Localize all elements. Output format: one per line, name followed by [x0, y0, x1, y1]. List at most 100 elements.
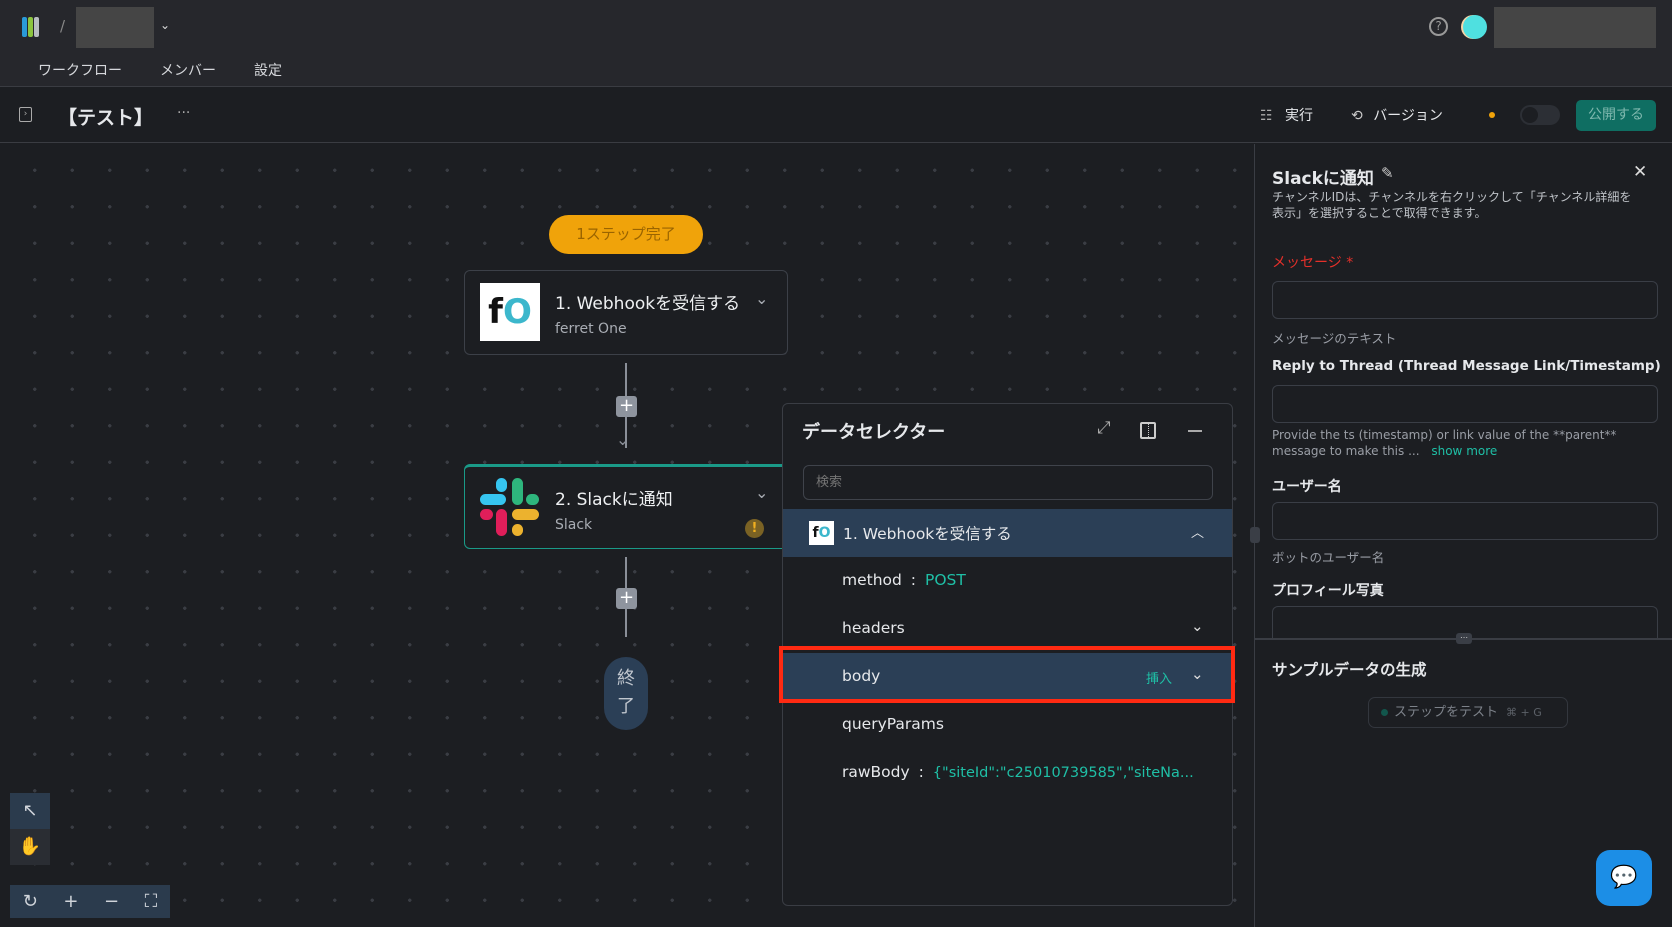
end-label: 了 — [617, 696, 635, 717]
breadcrumb-separator: / — [60, 17, 66, 35]
chevron-down-icon[interactable]: ⌄ — [1191, 617, 1204, 635]
username-input[interactable] — [1272, 502, 1658, 540]
expand-icon[interactable]: ⤢ — [1097, 418, 1111, 438]
fit-view-icon[interactable]: ⛶ — [144, 891, 158, 912]
top-bar: / ⌄ ワークフロー メンバー 設定 ? — [0, 0, 1672, 87]
data-key: body — [842, 667, 881, 685]
arrow-down-icon: ⌄ — [616, 430, 630, 449]
active-toggle[interactable] — [1520, 105, 1560, 125]
pan-hand-tool[interactable]: ✋ — [10, 829, 50, 865]
help-icon[interactable]: ? — [1429, 17, 1448, 36]
panel-title: Slackに通知 — [1272, 169, 1374, 189]
run-history-button[interactable]: ☷ 実行 — [1260, 105, 1313, 125]
profile-photo-label: プロフィール写真 — [1272, 583, 1384, 599]
dock-panel-icon[interactable] — [1140, 422, 1156, 439]
zoom-in-icon[interactable]: + — [63, 891, 79, 912]
workflow-toolbar: › 【テスト】 ··· ☷ 実行 ⟲ バージョン 公開する — [0, 88, 1672, 143]
version-label: バージョン — [1373, 108, 1443, 124]
thread-input[interactable] — [1272, 385, 1658, 423]
insert-button[interactable]: 挿入 — [1146, 672, 1173, 687]
chevron-down-icon[interactable]: ⌄ — [160, 18, 171, 32]
search-input[interactable] — [803, 465, 1213, 500]
edit-pencil-icon[interactable]: ✎ — [1381, 164, 1394, 182]
publish-button[interactable]: 公開する — [1576, 100, 1656, 131]
channel-hint: チャンネルIDは、チャンネルを右クリックして「チャンネル詳細を表示」を選択するこ… — [1272, 190, 1632, 220]
panel-resize-handle[interactable] — [1250, 527, 1260, 543]
data-key: rawBody — [842, 763, 910, 781]
chat-bubble-icon: 💬 — [1610, 865, 1638, 890]
data-row-queryparams[interactable]: queryParams — [783, 701, 1232, 749]
highlight-box — [779, 646, 1235, 703]
data-row-body[interactable]: body 挿入 ⌄ — [783, 653, 1232, 701]
ferret-one-logo: fO — [809, 521, 834, 545]
more-options-button[interactable]: ··· — [177, 105, 191, 121]
colon: : — [918, 763, 924, 781]
unsaved-indicator-dot — [1489, 112, 1495, 118]
history-icon: ⟲ — [1351, 108, 1363, 124]
data-key: queryParams — [842, 715, 944, 733]
show-more-link[interactable]: show more — [1431, 444, 1498, 458]
app-logo[interactable] — [22, 17, 42, 37]
add-step-button[interactable]: + — [616, 588, 637, 609]
warning-icon: ! — [745, 519, 764, 538]
chevron-up-icon[interactable]: ︿ — [1191, 526, 1205, 541]
data-row-rawbody[interactable]: rawBody : {"siteId":"c25010739585","site… — [783, 749, 1232, 797]
message-input[interactable] — [1272, 281, 1658, 319]
thread-hint-wrap: Provide the ts (timestamp) or link value… — [1272, 427, 1662, 459]
list-icon: ☷ — [1260, 108, 1273, 124]
workflow-name[interactable]: 【テスト】 — [58, 107, 154, 129]
shortcut-hint: ⌘ + G — [1506, 706, 1542, 719]
resize-handle[interactable]: ⋯ — [1456, 633, 1472, 644]
sample-data-title: サンプルデータの生成 — [1272, 661, 1427, 679]
thread-hint: Provide the ts (timestamp) or link value… — [1272, 428, 1617, 458]
select-pointer-tool[interactable]: ↖ — [10, 793, 50, 829]
data-value: POST — [924, 571, 966, 589]
data-selector-title: データセレクター — [802, 422, 946, 443]
tab-settings[interactable]: 設定 — [254, 63, 282, 79]
message-label: メッセージ * — [1272, 255, 1354, 271]
test-step-button[interactable]: ステップをテスト ⌘ + G — [1368, 697, 1568, 728]
username-hint: ボットのユーザー名 — [1272, 550, 1385, 565]
data-key: headers — [842, 619, 905, 637]
sidebar-toggle-icon[interactable]: › — [19, 107, 32, 122]
slack-logo — [480, 478, 540, 538]
step-app: Slack — [555, 517, 593, 533]
step-app: ferret One — [555, 321, 627, 337]
zoom-out-icon[interactable]: − — [103, 891, 120, 912]
chat-support-button[interactable]: 💬 — [1596, 850, 1652, 906]
tab-members[interactable]: メンバー — [160, 63, 216, 79]
chevron-down-icon[interactable]: ⌄ — [1191, 665, 1204, 683]
step-title: 2. Slackに通知 — [555, 490, 673, 510]
data-group-header[interactable]: fO 1. Webhookを受信する ︿ — [783, 509, 1232, 557]
version-button[interactable]: ⟲ バージョン — [1351, 105, 1443, 125]
thread-label: Reply to Thread (Thread Message Link/Tim… — [1272, 358, 1661, 374]
end-node: 終 了 — [604, 657, 648, 730]
data-value: {"siteId":"c25010739585","siteNa... — [932, 765, 1194, 781]
reset-view-icon[interactable]: ↻ — [22, 891, 38, 912]
step-node-slack[interactable]: 2. Slackに通知 Slack ⌄ ! — [464, 464, 804, 549]
avatar[interactable] — [1463, 15, 1487, 39]
test-step-label: ステップをテスト — [1394, 705, 1499, 720]
profile-photo-input[interactable] — [1272, 606, 1658, 638]
chevron-down-icon[interactable]: ⌄ — [755, 483, 769, 502]
data-row-method[interactable]: method : POST — [783, 557, 1232, 605]
step-node-webhook[interactable]: fO 1. Webhookを受信する ferret One ⌄ — [464, 270, 788, 355]
run-label: 実行 — [1285, 108, 1314, 124]
minimize-icon[interactable] — [1188, 430, 1202, 432]
add-step-button[interactable]: + — [616, 396, 637, 417]
tab-workflow[interactable]: ワークフロー — [38, 63, 122, 79]
user-name-redacted[interactable] — [1494, 7, 1656, 48]
status-badge: 1ステップ完了 — [549, 215, 703, 254]
data-row-headers[interactable]: headers ⌄ — [783, 605, 1232, 653]
required-marker: * — [1346, 255, 1354, 271]
chevron-down-icon[interactable]: ⌄ — [755, 289, 769, 308]
ferret-one-logo: fO — [480, 283, 540, 341]
step-title: 1. Webhookを受信する — [555, 294, 741, 314]
workspace-selector[interactable] — [76, 7, 154, 48]
close-icon[interactable]: ✕ — [1633, 162, 1648, 182]
message-hint: メッセージのテキスト — [1272, 331, 1397, 346]
data-key: method — [842, 571, 902, 589]
group-title: 1. Webhookを受信する — [843, 525, 1012, 543]
end-label: 終 — [617, 668, 635, 689]
data-selector-panel: データセレクター ⤢ fO 1. Webhookを受信する ︿ method :… — [782, 403, 1233, 906]
